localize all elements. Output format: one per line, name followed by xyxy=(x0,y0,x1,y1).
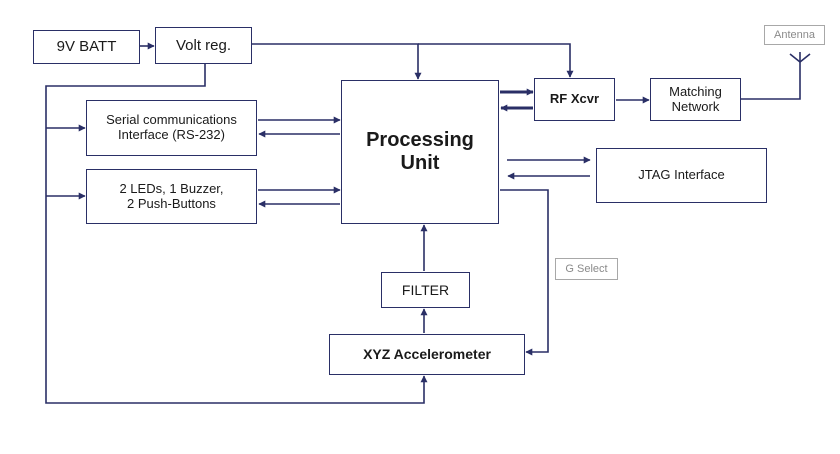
rf-transceiver-block: RF Xcvr xyxy=(534,78,615,121)
matching-network-block: Matching Network xyxy=(650,78,741,121)
serial-interface-block: Serial communications Interface (RS-232) xyxy=(86,100,257,156)
filter-block: FILTER xyxy=(381,272,470,308)
wire-power-bus xyxy=(45,64,428,404)
voltage-regulator-block: Volt reg. xyxy=(155,27,252,64)
io-block: 2 LEDs, 1 Buzzer, 2 Push-Buttons xyxy=(86,169,257,224)
wire-regulator-to-processor xyxy=(252,43,422,80)
antenna-label: Antenna xyxy=(764,25,825,45)
wire-gselect xyxy=(500,189,549,356)
g-select-label: G Select xyxy=(555,258,618,280)
antenna-mast-2 xyxy=(799,53,811,63)
processing-unit-block: Processing Unit xyxy=(341,80,499,224)
accelerometer-block: XYZ Accelerometer xyxy=(329,334,525,375)
antenna-mast xyxy=(789,53,801,63)
battery-block: 9V BATT xyxy=(33,30,140,64)
wire-matching-to-antenna xyxy=(741,62,801,100)
wire-regulator-to-rf xyxy=(418,43,574,78)
jtag-interface-block: JTAG Interface xyxy=(596,148,767,203)
